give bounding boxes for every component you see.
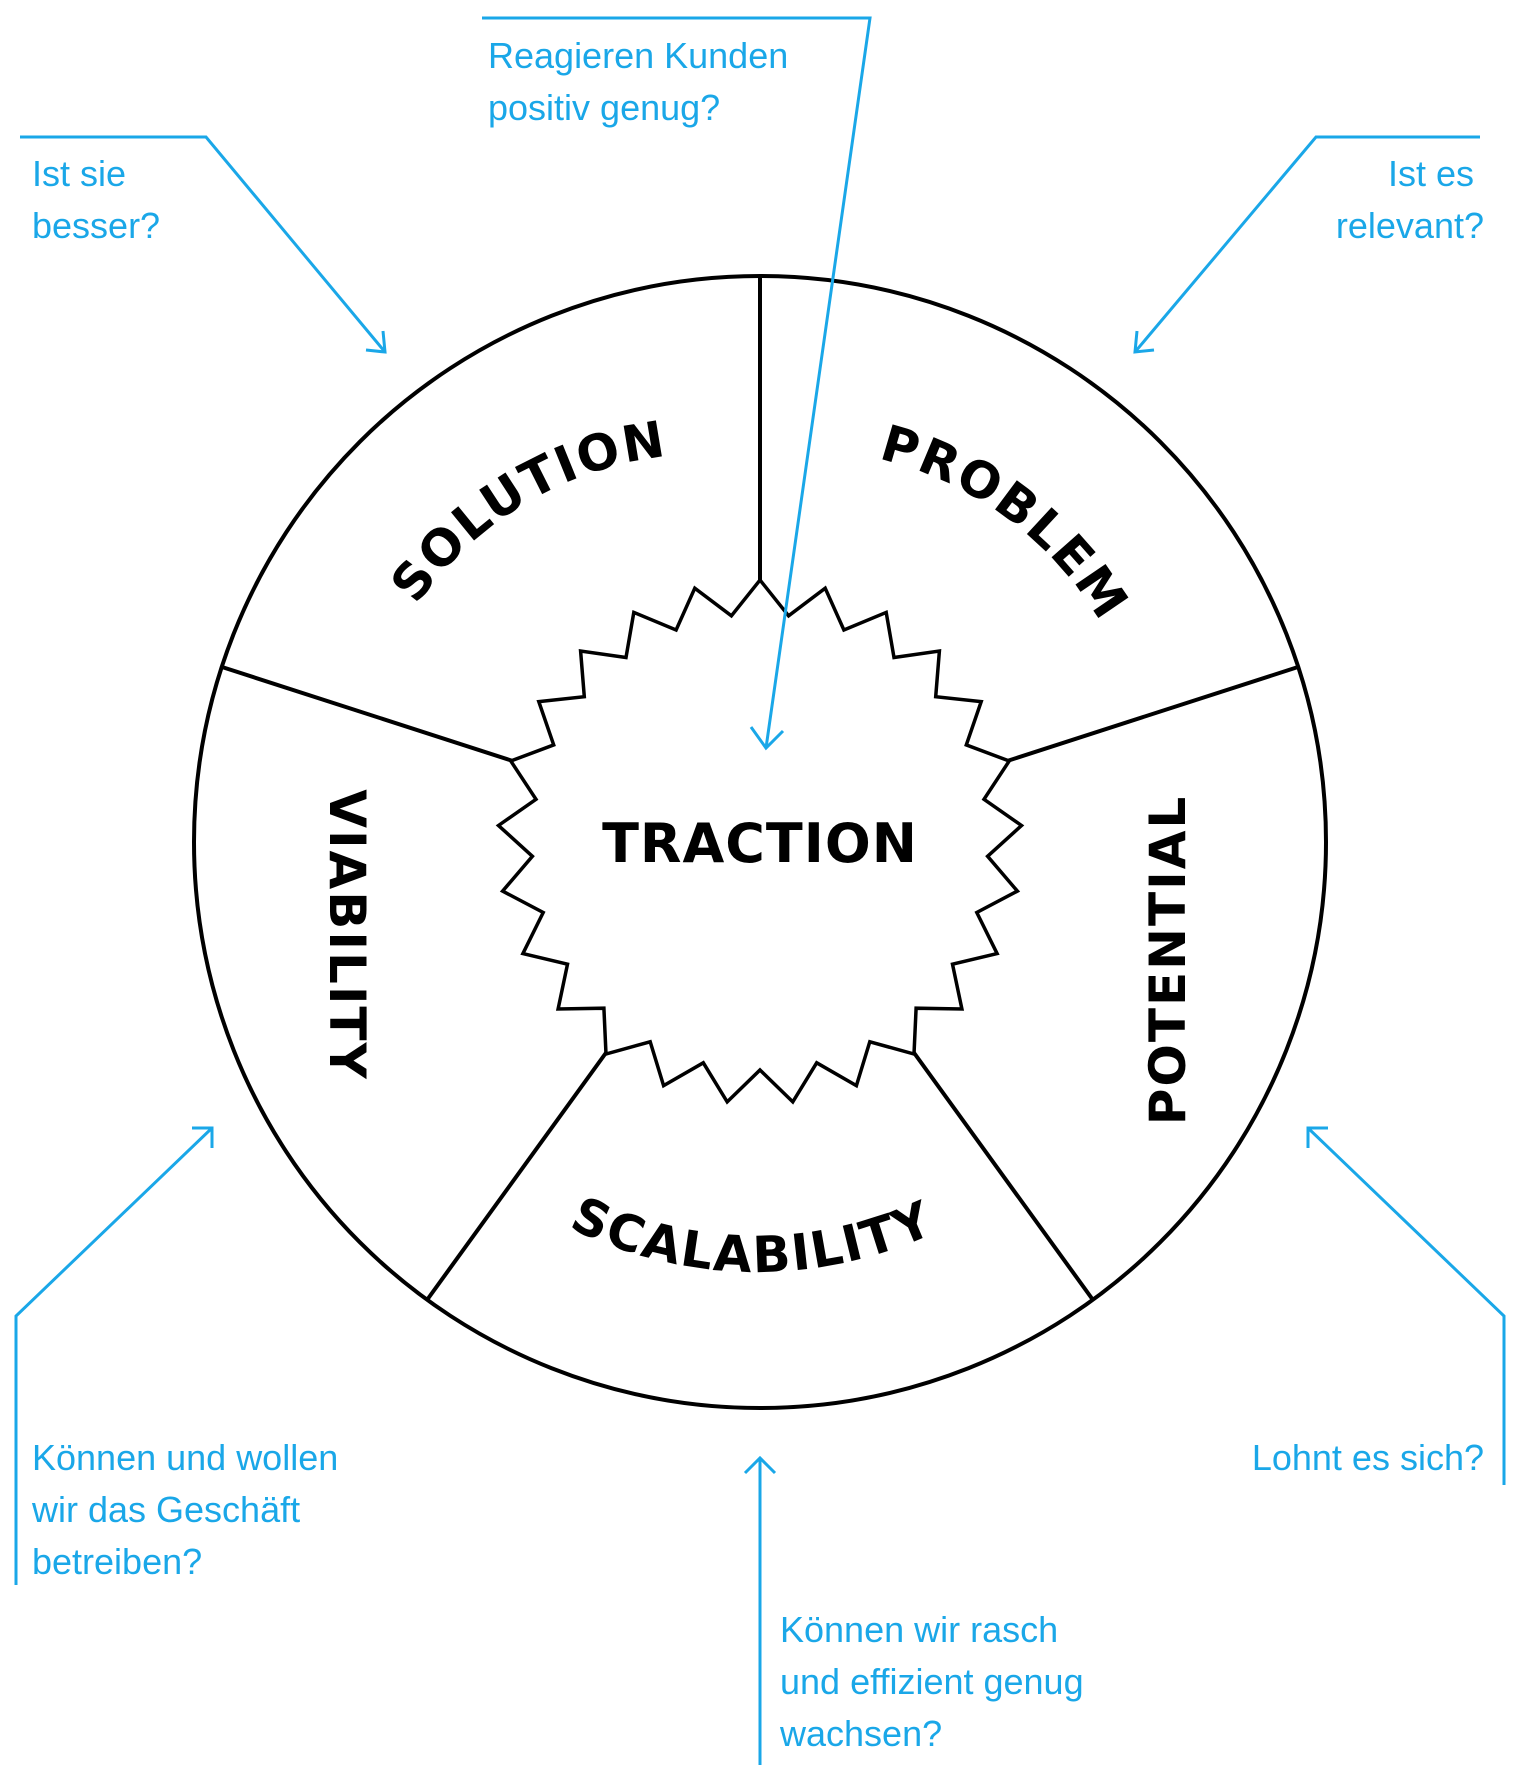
arrow-solution	[20, 135, 387, 353]
arrow-scalability-head	[743, 1455, 777, 1475]
question-potential: Lohnt es sich?	[1252, 1437, 1484, 1478]
arrow-viability	[14, 1126, 214, 1585]
arrow-viability-head	[192, 1126, 214, 1148]
question-traction: Reagieren Kunden positiv genug?	[488, 35, 798, 128]
center-label: TRACTION	[602, 812, 918, 875]
question-viability: Können und wollen wir das Geschäft betre…	[31, 1437, 348, 1582]
question-problem: Ist es relevant?	[1336, 153, 1484, 246]
question-solution: Ist sie besser?	[32, 153, 160, 246]
arrow-problem	[1133, 135, 1480, 353]
segment-label-problem: PROBLEM	[875, 414, 1140, 630]
arrow-traction	[482, 16, 872, 749]
arrow-potential-head	[1306, 1126, 1328, 1148]
spoke-upper-left	[221, 665, 517, 764]
segment-label-potential: POTENTIAL	[1139, 795, 1197, 1126]
segment-label-scalability: SCALABILITY	[563, 1185, 942, 1284]
question-scalability: Können wir rasch und effizient genug wac…	[779, 1609, 1094, 1754]
segment-label-viability: VIABILITY	[318, 789, 376, 1081]
spoke-upper-right	[1003, 665, 1299, 764]
arrow-solution-head	[365, 330, 387, 354]
arrow-traction-head	[749, 726, 785, 751]
segment-label-solution: SOLUTION	[380, 410, 671, 613]
arrow-problem-head	[1133, 330, 1155, 354]
spoke-lower-left	[425, 1048, 610, 1302]
traction-starburst	[495, 577, 1025, 1105]
spoke-lower-right	[910, 1048, 1095, 1302]
arrow-potential	[1306, 1126, 1506, 1485]
